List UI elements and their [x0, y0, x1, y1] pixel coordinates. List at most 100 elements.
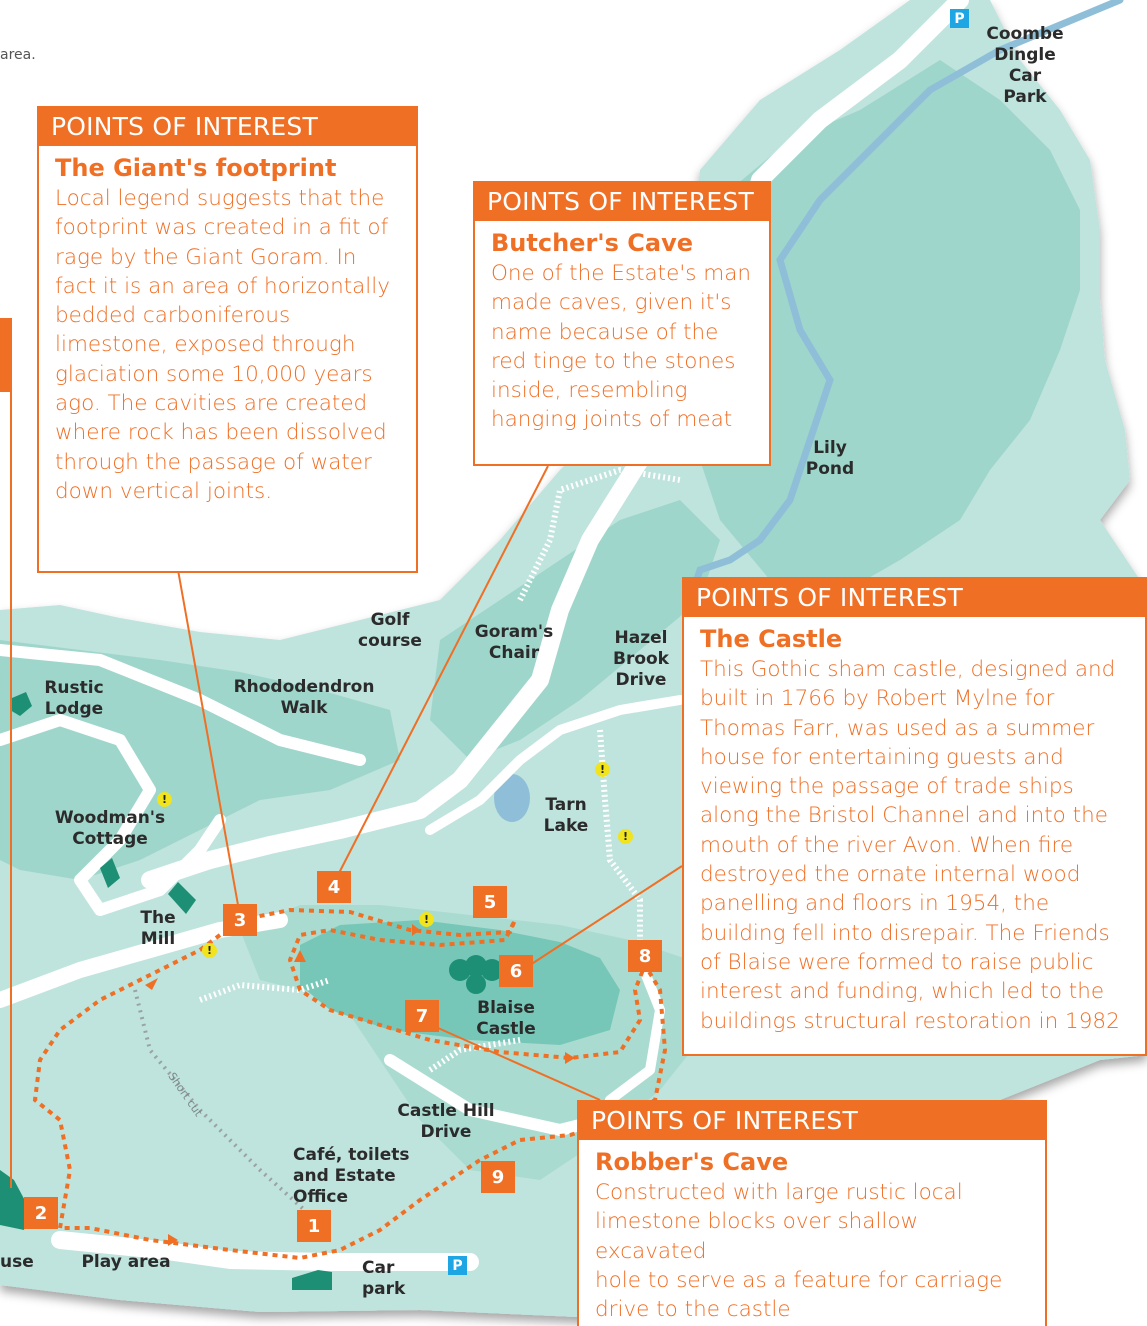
route-marker-9[interactable]: 9: [481, 1161, 515, 1193]
label-hazel-brook-drive: Hazel Brook Drive: [612, 628, 669, 690]
poi-line: of Blaise were formed to raise public: [700, 949, 1094, 975]
poi-line: drive to the castle: [595, 1297, 791, 1323]
rhododendron-walk-path: [0, 644, 366, 766]
route-marker-2[interactable]: 2: [24, 1197, 58, 1229]
poi-box-robbers-cave: POINTS OF INTEREST Robber's Cave Constru…: [577, 1100, 1047, 1326]
offscreen-poi-header-fragment: [0, 318, 10, 392]
poi-line: building fell into disrepair. The Friend…: [700, 920, 1110, 946]
buildings: [0, 692, 503, 1290]
poi-line: panelling and floors in 1954, the: [700, 891, 1050, 917]
label-rhododendron-walk: Rhododendron Walk: [233, 677, 375, 718]
label-tarn-lake: Tarn Lake: [543, 795, 589, 836]
connector-3: [177, 569, 239, 906]
poi-line: Constructed with large rustic local: [595, 1180, 963, 1205]
route-marker-4[interactable]: 4: [317, 871, 351, 903]
woodland-north: [690, 60, 1080, 600]
walking-route: [32, 907, 668, 1261]
cafe-building: [292, 1270, 332, 1290]
poi-line: Local legend suggests that the: [55, 186, 385, 211]
poi-header: POINTS OF INTEREST: [475, 183, 769, 221]
roads: [0, 0, 960, 1262]
poi-line: through the passage of water: [55, 449, 372, 475]
label-car-park: Car park: [362, 1258, 406, 1299]
route-marker-7[interactable]: 7: [405, 1000, 439, 1032]
label-cafe: Café, toilets and Estate Office: [293, 1145, 410, 1207]
mill-building: [168, 882, 196, 914]
castle-loop-road: [605, 955, 665, 1105]
poi-body: Constructed with large rustic local lime…: [595, 1178, 1035, 1324]
poi-title: The Giant's footprint: [55, 154, 337, 182]
poi-header: POINTS OF INTEREST: [684, 579, 1145, 617]
poi-line: rage by the Giant Goram. In: [55, 244, 357, 270]
poi-line: red tinge to the stones: [491, 348, 736, 374]
poi-title: Butcher's Cave: [491, 229, 693, 257]
connector-6: [529, 865, 683, 966]
castle-icon: [449, 955, 503, 994]
poi-line: down vertical joints.: [55, 478, 273, 504]
rustic-lodge-building: [10, 692, 32, 716]
tarn-lake-water: [494, 774, 530, 822]
river-trym: [686, 0, 1124, 604]
label-house-fragment: use: [0, 1252, 34, 1272]
poi-line: buildings structural restoration in 1982: [700, 1008, 1120, 1034]
house-building: [0, 1170, 30, 1230]
poi-header: POINTS OF INTEREST: [579, 1102, 1045, 1140]
poi-line: destroyed the ornate internal wood: [700, 862, 1081, 888]
route-arrow-2: [168, 1234, 178, 1246]
poi-line: footprint was created in a fit of: [55, 215, 389, 241]
footpath-south: [198, 977, 331, 1003]
poi-body: One of the Estate's man made caves, give…: [491, 259, 759, 435]
poi-line: fact it is an area of horizontally: [55, 273, 390, 299]
poi-line: One of the Estate's man: [491, 261, 752, 286]
route-arrow-4: [294, 950, 306, 962]
route-marker-6[interactable]: 6: [499, 955, 533, 987]
woodland-west: [0, 640, 400, 880]
label-gorams-chair: Goram's Chair: [474, 622, 554, 663]
poi-body: This Gothic sham castle, designed and bu…: [700, 655, 1135, 1036]
poi-line: house for entertaining guests and: [700, 744, 1064, 770]
poi-line: interest and funding, which led to the: [700, 979, 1105, 1005]
woodmans-cottage-building: [100, 858, 120, 888]
poi-line: limestone blocks over shallow excavated: [595, 1209, 919, 1264]
route-arrow-1: [145, 978, 158, 990]
poi-line: made caves, given it's: [491, 290, 732, 316]
route-marker-5[interactable]: 5: [473, 886, 507, 918]
label-the-mill: The Mill: [140, 908, 176, 949]
poi-connectors: [177, 465, 683, 1101]
warning-icon-5: !: [202, 943, 217, 958]
poi-line: bedded carboniferous: [55, 303, 291, 329]
poi-line: hole to serve as a feature for carriage: [595, 1267, 1003, 1293]
poi-header: POINTS OF INTEREST: [39, 108, 416, 146]
hazel-brook-drive-road: [425, 695, 685, 835]
rustic-lodge-road: [0, 714, 226, 916]
poi-line: inside, resembling: [491, 378, 688, 404]
parking-icon-car-park: P: [448, 1256, 467, 1275]
route-marker-8[interactable]: 8: [628, 940, 662, 972]
poi-line: glaciation some 10,000 years: [55, 361, 373, 387]
offscreen-poi-box-fragment: [0, 318, 12, 1188]
car-park-road: [51, 1231, 479, 1271]
poi-title: The Castle: [700, 625, 843, 653]
poi-box-the-castle: POINTS OF INTEREST The Castle This Gothi…: [682, 577, 1147, 1056]
poi-body: Local legend suggests that the footprint…: [55, 184, 406, 506]
coombe-dingle-road: [141, 0, 969, 889]
label-castle-hill-drive: Castle Hill Drive: [397, 1101, 495, 1142]
footpath-castle-hill: [428, 1037, 521, 1073]
route-marker-1[interactable]: 1: [297, 1210, 331, 1242]
poi-line: mouth of the river Avon. When fire: [700, 832, 1074, 858]
warning-icon-4: !: [419, 912, 434, 927]
route-marker-3[interactable]: 3: [223, 904, 257, 936]
poi-line: where rock has been dissolved: [55, 420, 387, 446]
poi-box-butchers-cave: POINTS OF INTEREST Butcher's Cave One of…: [473, 181, 771, 466]
poi-box-giants-footprint: POINTS OF INTEREST The Giant's footprint…: [37, 106, 418, 573]
warning-icon-2: !: [595, 762, 610, 777]
route-arrow-3: [412, 924, 420, 936]
intro-text-fragment: area.: [0, 47, 36, 63]
connector-4: [337, 465, 549, 876]
label-woodmans-cottage: Woodman's Cottage: [54, 808, 166, 849]
woodland-ridge: [430, 500, 720, 760]
poi-line: ago. The cavities are created: [55, 391, 368, 417]
poi-line: built in 1766 by Robert Mylne for: [700, 686, 1055, 712]
connector-7: [419, 1019, 601, 1101]
poi-line: along the Bristol Channel and into the: [700, 803, 1108, 829]
